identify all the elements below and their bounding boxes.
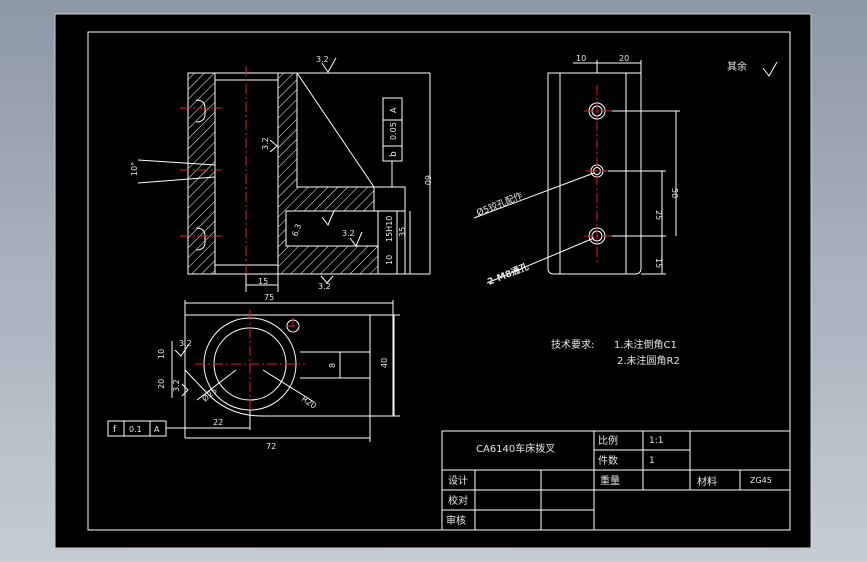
count-label: 件数	[598, 454, 618, 467]
tolerance-datum: A	[389, 107, 398, 113]
roughness-symbol	[321, 210, 335, 226]
roughness-symbol	[762, 61, 778, 77]
tolerance-symbol: f	[113, 425, 117, 435]
drawing-border	[87, 31, 791, 531]
weight-label: 重量	[600, 474, 620, 487]
roughness-value: 3.2	[172, 379, 181, 392]
roughness-symbol	[320, 275, 334, 284]
roughness-symbol	[174, 343, 190, 357]
dimension-10: 10	[385, 255, 394, 265]
roughness-value: 3.2	[318, 282, 331, 291]
count-value: 1	[649, 456, 655, 466]
review-label: 审核	[446, 514, 466, 527]
roughness-value: 3.2	[179, 339, 192, 348]
dimension-50: 50	[670, 188, 679, 198]
requirement-item-2: 2.未注圆角R2	[617, 354, 680, 367]
requirements-heading: 技术要求:	[551, 338, 594, 351]
check-label: 校对	[448, 494, 468, 507]
top-view-section	[107, 300, 400, 442]
part-name: CA6140车床拨叉	[476, 442, 555, 455]
tolerance-symbol: b	[389, 151, 399, 157]
scale-label: 比例	[598, 434, 618, 447]
roughness-value: 6.3	[290, 223, 303, 238]
angle-dimension: 10°	[130, 162, 139, 176]
roughness-value: 3.2	[316, 55, 329, 64]
scale-value: 1:1	[649, 436, 663, 446]
front-view-section	[137, 66, 431, 292]
front-view-labels: 3.2 3.2 10° 60 35 10 15H10 15 3.2 6.3 3.…	[130, 55, 432, 291]
tolerance-value: 0.05	[389, 122, 398, 140]
roughness-other-label: 其余	[727, 60, 747, 73]
dimension-35: 35	[398, 227, 407, 237]
roughness-symbol	[269, 139, 278, 153]
roughness-other-note: 其余	[727, 60, 778, 77]
technical-requirements: 技术要求: 1.未注倒角C1 2.未注圆角R2	[551, 338, 680, 367]
dimension-40: 40	[380, 358, 389, 368]
dimension-60: 60	[423, 175, 432, 185]
roughness-symbol	[321, 57, 337, 73]
dimension-72: 72	[266, 442, 276, 451]
dimension-22: 22	[213, 418, 223, 427]
dimension-15h10: 15H10	[385, 216, 394, 242]
design-label: 设计	[448, 474, 468, 487]
dimension-10: 10	[157, 349, 166, 359]
tolerance-datum: A	[154, 425, 160, 434]
dimension-15: 15	[258, 277, 268, 286]
dimension-8: 8	[328, 363, 337, 368]
dimension-10: 10	[576, 54, 586, 63]
roughness-symbol	[349, 231, 363, 247]
dimension-15: 15	[654, 258, 663, 268]
roughness-value: 3.2	[342, 229, 355, 238]
tolerance-value: 0.1	[129, 425, 142, 434]
roughness-symbol	[181, 383, 189, 397]
dimension-75: 75	[264, 293, 274, 302]
side-view-section	[473, 60, 680, 284]
material-label: 材料	[697, 475, 717, 488]
dimension-20: 20	[157, 379, 166, 389]
drawing-sheet	[54, 13, 812, 549]
dimension-20: 20	[619, 54, 629, 63]
dimension-25: 25	[654, 210, 663, 220]
title-block	[441, 430, 791, 531]
roughness-value: 3.2	[261, 137, 270, 150]
requirement-item-1: 1.未注倒角C1	[614, 338, 677, 351]
title-block-labels: CA6140车床拨叉 比例 1:1 件数 1 重量 材料 ZG45 设计 校对 …	[446, 434, 772, 527]
material-value: ZG45	[750, 476, 772, 485]
top-view-labels: 75 10 20 40 8 22 72 Ø25 R20 3.2 3.2 f 0.…	[113, 293, 389, 451]
